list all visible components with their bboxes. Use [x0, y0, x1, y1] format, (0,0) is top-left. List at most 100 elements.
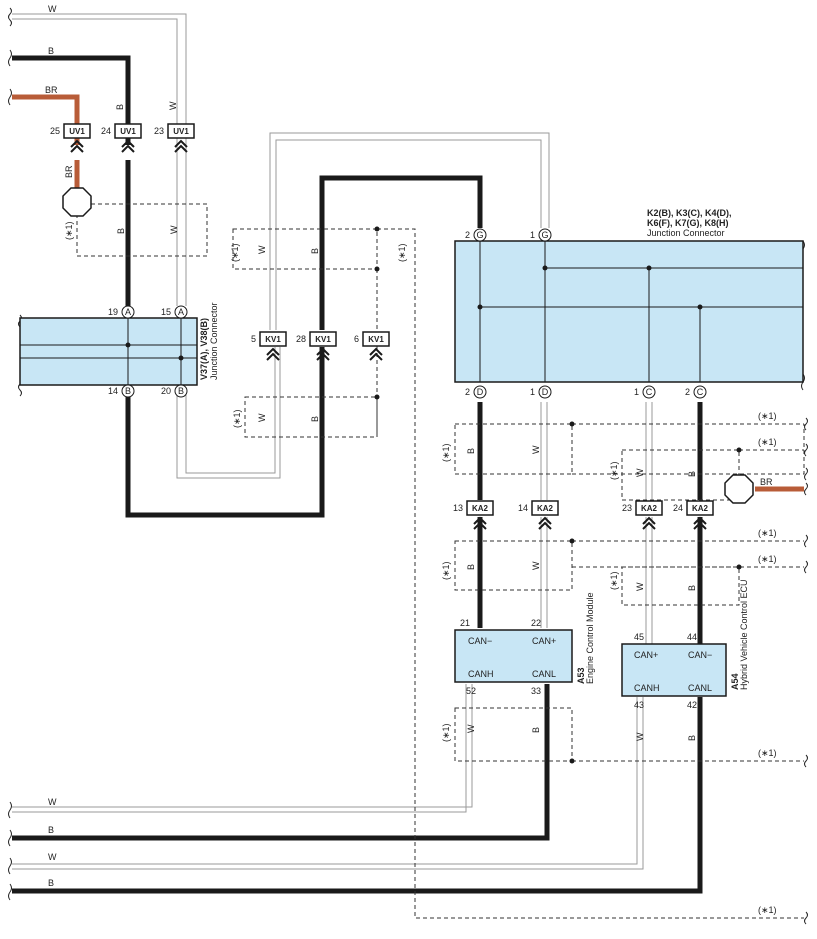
svg-text:52: 52 — [466, 686, 476, 696]
svg-text:W: W — [635, 732, 645, 741]
junction-v37-subtitle: Junction Connector — [209, 302, 219, 380]
svg-text:22: 22 — [531, 618, 541, 628]
svg-text:(∗1): (∗1) — [758, 554, 777, 564]
svg-text:W: W — [531, 445, 541, 454]
svg-text:(∗1): (∗1) — [758, 411, 777, 421]
svg-text:(∗1): (∗1) — [758, 528, 777, 538]
connector-kv1-6: KV1 6 — [354, 331, 390, 361]
svg-text:(∗1): (∗1) — [230, 243, 240, 262]
black-wires — [12, 55, 703, 894]
svg-text:B: B — [48, 878, 54, 888]
wire-w-top — [12, 13, 187, 306]
svg-text:(∗1): (∗1) — [441, 723, 451, 742]
svg-text:UV1: UV1 — [173, 127, 189, 136]
svg-text:B: B — [310, 416, 320, 422]
svg-text:33: 33 — [531, 686, 541, 696]
wire-color-labels: W B BR B W BR BR W B W B — [45, 4, 773, 888]
svg-text:(∗1): (∗1) — [758, 748, 777, 758]
pin-circle: A 15 — [161, 305, 188, 319]
pin-letter: C — [697, 387, 704, 397]
pin-circle: B 14 — [108, 384, 135, 398]
svg-text:B: B — [687, 735, 697, 741]
svg-text:44: 44 — [687, 632, 697, 642]
svg-text:(∗1): (∗1) — [758, 905, 777, 915]
svg-text:CANL: CANL — [688, 683, 712, 693]
svg-text:25: 25 — [50, 126, 60, 136]
svg-text:14: 14 — [518, 503, 528, 513]
svg-text:B: B — [115, 104, 125, 110]
connector-ka2-14: KA2 14 — [518, 500, 559, 530]
junction-v37-title: V37(A), V38(B) — [199, 318, 209, 380]
svg-text:(∗1): (∗1) — [441, 443, 451, 462]
pin-letter: A — [125, 307, 131, 317]
svg-text:W: W — [635, 582, 645, 591]
svg-text:KV1: KV1 — [265, 335, 281, 344]
svg-text:UV1: UV1 — [120, 127, 136, 136]
svg-text:B: B — [531, 727, 541, 733]
svg-text:23: 23 — [154, 126, 164, 136]
svg-text:BR: BR — [760, 477, 773, 487]
svg-text:(∗1): (∗1) — [64, 221, 74, 240]
pin-number: 1 — [530, 230, 535, 240]
svg-text:UV1: UV1 — [69, 127, 85, 136]
pin-circle: G 1 — [530, 228, 552, 242]
svg-text:W: W — [168, 101, 178, 110]
footnote-marks: (∗1) (∗1) (∗1) (∗1) (∗1) (∗1) (∗1) (∗1) … — [64, 221, 777, 915]
svg-text:B: B — [466, 448, 476, 454]
svg-text:B: B — [116, 228, 126, 234]
svg-text:BR: BR — [64, 165, 74, 178]
pin-number: 1 — [634, 387, 639, 397]
svg-text:45: 45 — [634, 632, 644, 642]
svg-text:KA2: KA2 — [641, 504, 658, 513]
wire-b-bot1 — [12, 684, 550, 841]
pin-number: 19 — [108, 307, 118, 317]
svg-text:24: 24 — [101, 126, 111, 136]
connector-ka2-13: KA2 13 — [453, 500, 494, 530]
svg-text:BR: BR — [45, 85, 58, 95]
pin-number: 1 — [530, 387, 535, 397]
svg-text:24: 24 — [673, 503, 683, 513]
svg-text:CANH: CANH — [634, 683, 660, 693]
wire-w-bot2 — [12, 697, 638, 865]
svg-text:B: B — [48, 46, 54, 56]
svg-text:W: W — [257, 245, 267, 254]
svg-text:CAN−: CAN− — [688, 650, 712, 660]
svg-text:23: 23 — [622, 503, 632, 513]
wire-b-top — [12, 55, 131, 145]
svg-text:W: W — [169, 225, 179, 234]
white-wires — [12, 13, 653, 870]
junction-v37-v38: A 19 A 15 B 14 B 20 V37(A), V38(B) Junct… — [19, 302, 219, 398]
svg-text:CAN−: CAN− — [468, 636, 492, 646]
svg-text:(∗1): (∗1) — [441, 561, 451, 580]
svg-text:B: B — [687, 471, 697, 477]
pin-circle: D 1 — [530, 385, 552, 399]
ecm-a53: CAN− CAN+ CANH CANL 21 22 52 33 A53 Engi… — [454, 592, 595, 696]
svg-text:KA2: KA2 — [692, 504, 709, 513]
svg-text:KA2: KA2 — [472, 504, 489, 513]
svg-text:KA2: KA2 — [537, 504, 554, 513]
splice-point — [62, 187, 92, 217]
connector-ka2-24: KA2 24 — [673, 500, 714, 530]
pin-circle: C 2 — [685, 385, 707, 399]
svg-text:W: W — [48, 797, 57, 807]
svg-text:(∗1): (∗1) — [397, 243, 407, 262]
shield-wire-labels: B W W B W B B W W B B W W B W B W B — [116, 225, 697, 741]
connector-uv1-23: UV1 23 — [154, 123, 195, 153]
wire-w-bot1 — [12, 684, 467, 813]
svg-text:(∗1): (∗1) — [758, 437, 777, 447]
pin-letter: D — [542, 387, 549, 397]
hv-ecu-a54: CAN+ CAN− CANH CANL 45 44 43 42 A54 Hybr… — [621, 579, 749, 710]
svg-text:(∗1): (∗1) — [609, 461, 619, 480]
svg-text:(∗1): (∗1) — [232, 409, 242, 428]
svg-text:W: W — [531, 561, 541, 570]
svg-text:6: 6 — [354, 334, 359, 344]
svg-text:CAN+: CAN+ — [634, 650, 658, 660]
svg-text:B: B — [687, 585, 697, 591]
pin-circle: G 2 — [465, 228, 487, 242]
pin-circle: A 19 — [108, 305, 135, 319]
shield-dots — [374, 226, 742, 764]
connector-kv1-28: KV1 28 — [296, 331, 337, 361]
pin-number: 14 — [108, 386, 118, 396]
pin-letter: B — [178, 386, 184, 396]
pin-number: 2 — [465, 230, 470, 240]
